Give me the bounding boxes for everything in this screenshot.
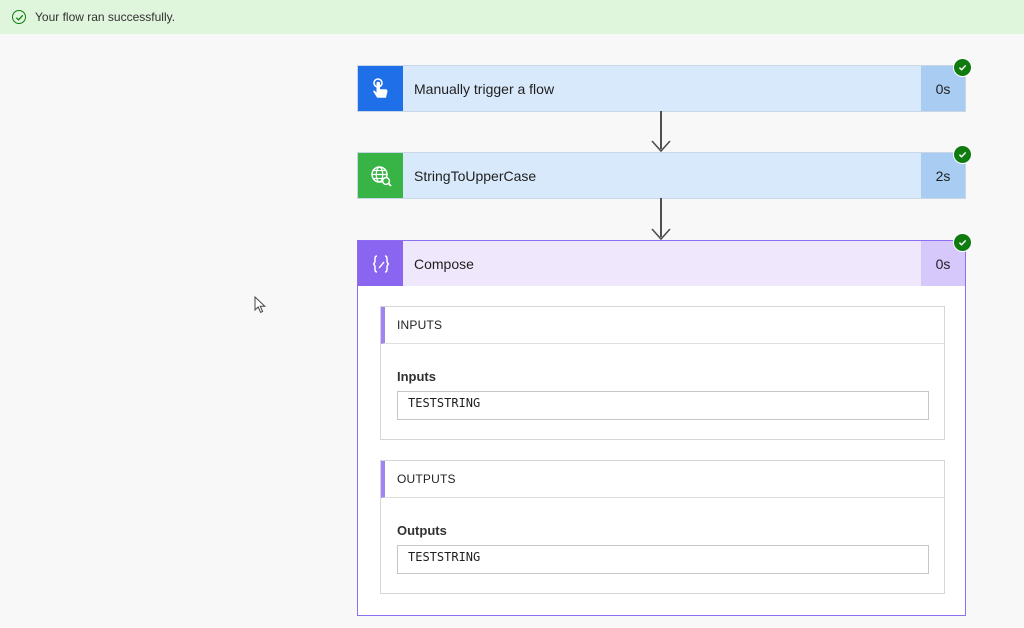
mouse-pointer-icon [254,296,267,314]
banner-message: Your flow ran successfully. [35,10,176,24]
check-circle-icon [12,10,26,24]
step-title: Compose [414,255,474,272]
success-check-icon [953,233,972,252]
outputs-section-header[interactable]: OUTPUTS [381,461,944,498]
step-title: Manually trigger a flow [414,80,555,97]
outputs-section: OUTPUTS Outputs TESTSTRING [380,460,945,594]
inputs-section: INPUTS Inputs TESTSTRING [380,306,945,440]
step-card-compose[interactable]: Compose 0s INPUTS Inputs TESTSTRING OUTP… [357,233,972,616]
braces-icon [358,241,403,286]
step-card-string-upper[interactable]: StringToUpperCase 2s [357,145,972,199]
success-check-icon [953,58,972,77]
inputs-label: Inputs [397,369,436,384]
step-header[interactable]: Manually trigger a flow 0s [358,58,972,111]
touch-hand-icon [358,66,403,111]
globe-search-icon [358,153,403,198]
step-header[interactable]: Compose 0s [358,233,972,286]
success-banner: Your flow ran successfully. [0,0,1024,34]
success-check-icon [953,145,972,164]
flow-connector-arrow [650,111,672,153]
outputs-value-field[interactable]: TESTSTRING [397,545,929,574]
flow-connector-arrow [650,198,672,241]
inputs-value-field[interactable]: TESTSTRING [397,391,929,420]
step-title: StringToUpperCase [414,167,537,184]
outputs-label: Outputs [397,523,447,538]
step-duration: 0s [921,66,965,111]
step-header[interactable]: StringToUpperCase 2s [358,145,972,198]
step-card-trigger[interactable]: Manually trigger a flow 0s [357,58,972,112]
inputs-section-header[interactable]: INPUTS [381,307,944,344]
